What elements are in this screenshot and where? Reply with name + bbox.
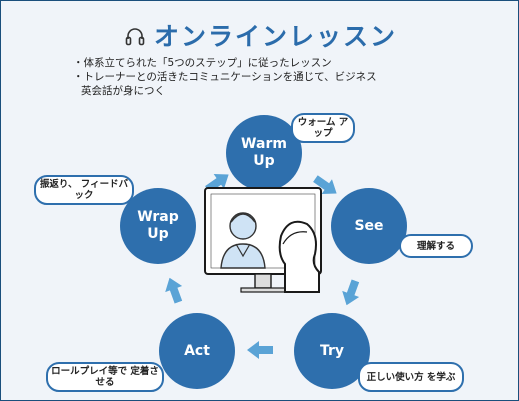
arrow-see-to-try xyxy=(342,279,360,306)
video-call-illustration xyxy=(204,187,322,293)
step-warm-up: Warm Up xyxy=(226,115,302,191)
tag-warm-up: ウォーム アップ xyxy=(291,113,355,143)
step-try: Try xyxy=(294,313,370,389)
step-wrap-up: Wrap Up xyxy=(120,188,196,264)
bullet-line-3: 英会話が身につく xyxy=(81,85,165,97)
arrow-warmup-to-see xyxy=(313,175,337,194)
arrow-try-to-act xyxy=(247,341,273,359)
step-act: Act xyxy=(159,313,235,389)
tag-wrap-up: 振返り、 フィードバック xyxy=(34,175,134,205)
tag-see: 理解する xyxy=(399,234,473,258)
bullet-line-2: ・トレーナーとの活きたコミュニケーションを通じて、ビジネス xyxy=(73,71,377,83)
page-title: オンラインレッスン xyxy=(1,17,518,53)
arrow-act-to-wrapup xyxy=(165,277,183,304)
tag-try: 正しい使い方 を学ぶ xyxy=(358,362,464,392)
bullet-line-1: ・体系立てられた「5つのステップ」に従ったレッスン xyxy=(73,57,332,69)
intro-bullets: ・体系立てられた「5つのステップ」に従ったレッスン ・トレーナーとの活きたコミュ… xyxy=(73,56,377,98)
title-text: オンラインレッスン xyxy=(153,22,397,51)
step-see: See xyxy=(331,188,407,264)
headphones-icon xyxy=(124,24,146,53)
tag-act: ロールプレイ等で 定着させる xyxy=(46,362,164,392)
